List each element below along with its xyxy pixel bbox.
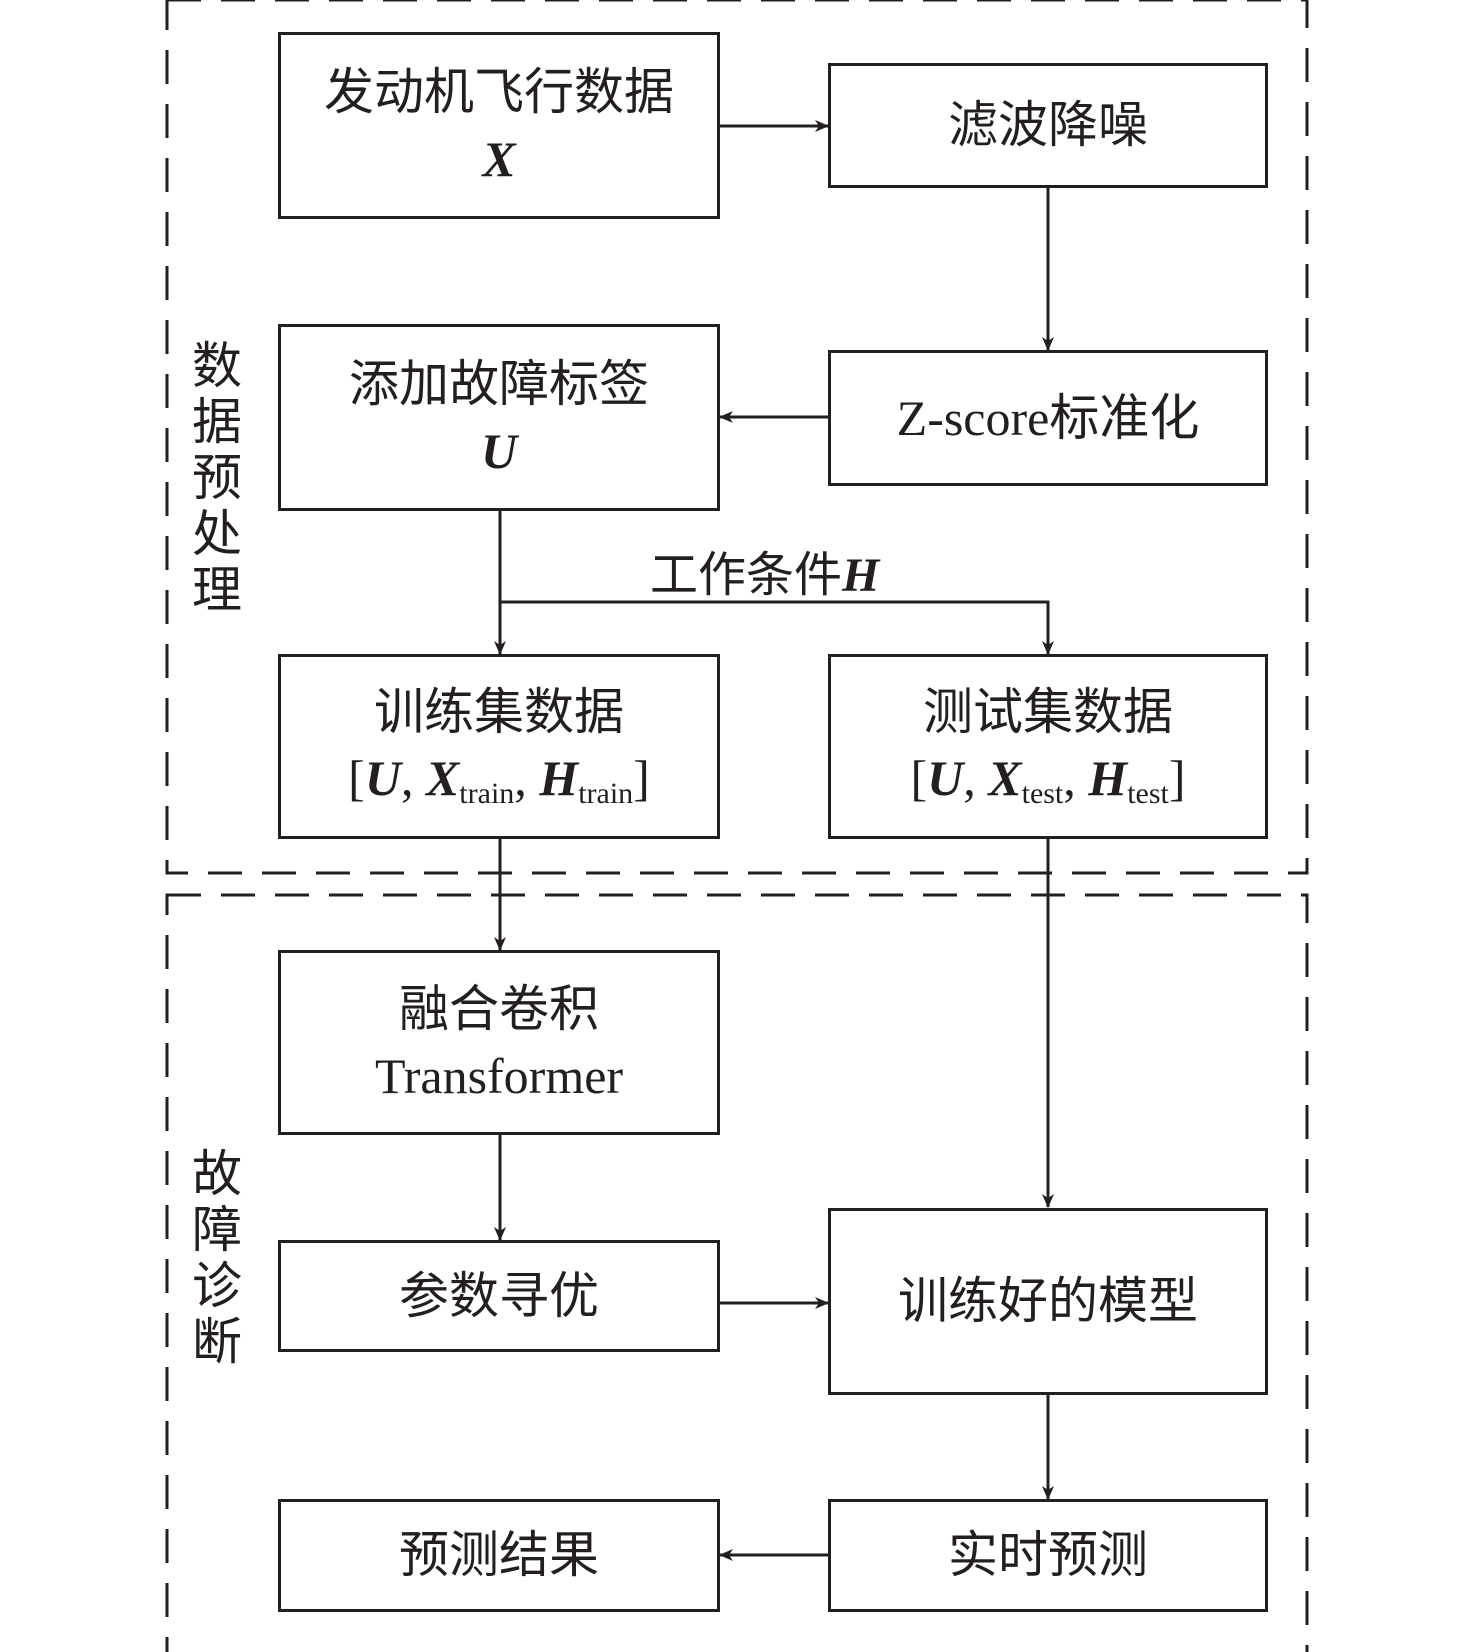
section-label-preprocess: 数据预处理	[192, 338, 242, 618]
node-fault-label-var: U	[480, 422, 518, 479]
section-label-diagnosis: 故障诊断	[192, 1146, 242, 1370]
node-engine-flight-data: 发动机飞行数据 X	[278, 32, 720, 219]
node-test-set-vars: [U, Xtest, Htest]	[910, 750, 1186, 810]
node-filter-denoise-label: 滤波降噪	[948, 97, 1148, 154]
node-train-set-vars: [U, Xtrain, Htrain]	[348, 750, 650, 810]
arrow-label-to-test	[500, 600, 1054, 655]
edge-label-text: 工作条件	[650, 549, 843, 602]
edge-label-var: H	[842, 549, 880, 602]
edge-label-working-condition: 工作条件H	[650, 535, 879, 605]
node-result: 预测结果	[278, 1499, 720, 1612]
node-zscore: Z-score标准化	[828, 350, 1268, 486]
node-engine-flight-data-var: X	[482, 130, 516, 187]
node-realtime: 实时预测	[828, 1499, 1268, 1612]
node-train-set: 训练集数据 [U, Xtrain, Htrain]	[278, 654, 720, 839]
node-zscore-label: Z-score标准化	[896, 389, 1200, 446]
node-test-set: 测试集数据 [U, Xtest, Htest]	[828, 654, 1268, 839]
node-fault-label: 添加故障标签 U	[278, 324, 720, 511]
node-fusion-label: 融合卷积	[399, 981, 599, 1037]
node-filter-denoise: 滤波降噪	[828, 63, 1268, 188]
node-result-label: 预测结果	[399, 1527, 599, 1584]
diagnosis-frame	[165, 893, 1309, 1652]
node-fusion-label2: Transformer	[374, 1047, 624, 1104]
node-param-opt: 参数寻优	[278, 1240, 720, 1352]
node-param-opt-label: 参数寻优	[399, 1267, 599, 1324]
node-engine-flight-data-label: 发动机飞行数据	[324, 64, 674, 120]
node-trained-model: 训练好的模型	[828, 1208, 1268, 1395]
node-test-set-label: 测试集数据	[923, 683, 1173, 740]
node-fault-label-label: 添加故障标签	[349, 356, 649, 412]
node-train-set-label: 训练集数据	[374, 683, 624, 740]
preprocess-frame	[165, 0, 1309, 875]
node-realtime-label: 实时预测	[948, 1527, 1148, 1584]
node-trained-model-label: 训练好的模型	[898, 1273, 1198, 1330]
node-fusion-transformer: 融合卷积 Transformer	[278, 950, 720, 1135]
